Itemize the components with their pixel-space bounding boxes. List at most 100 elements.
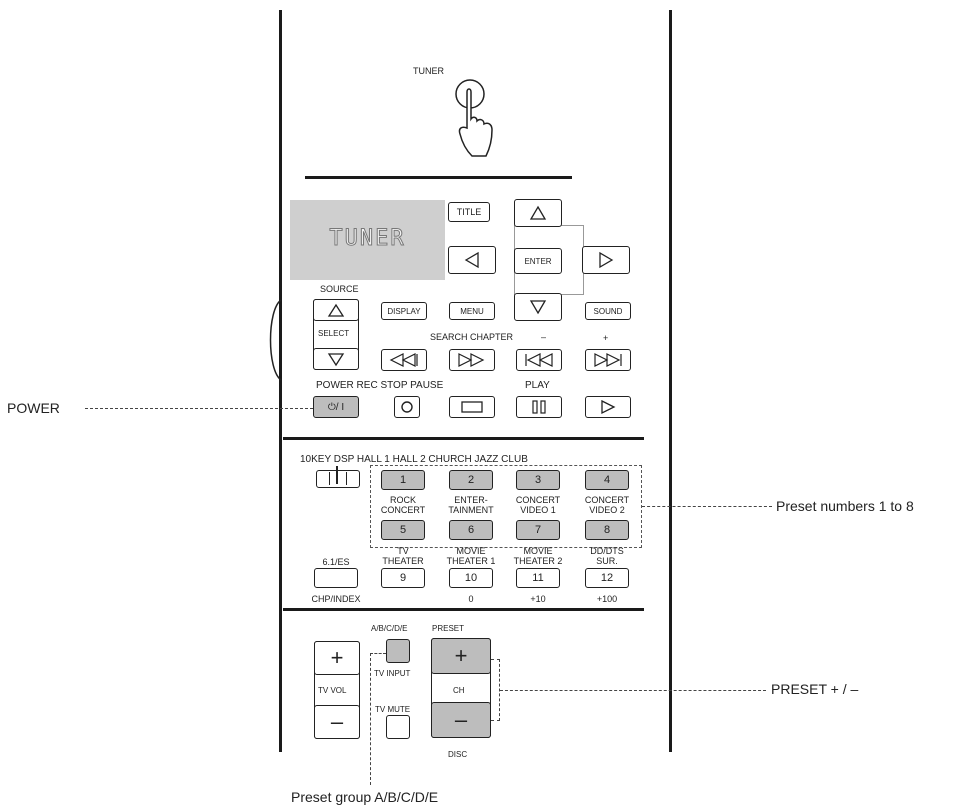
key-9-button[interactable]: 9 (381, 568, 425, 588)
play-button[interactable] (585, 396, 631, 418)
preset-numbers-highlight (370, 465, 642, 548)
preset-numbers-leader-line (642, 506, 772, 507)
row3-bottom-3: 0 (468, 594, 474, 604)
preset-6-label: ENTER- TAINMENT (448, 495, 494, 515)
rec-button[interactable] (394, 396, 420, 418)
play-icon (601, 399, 616, 415)
tv-vol-down-button[interactable]: – (314, 705, 360, 739)
six-one-es-button[interactable] (314, 568, 358, 588)
pause-button[interactable] (516, 396, 562, 418)
title-button[interactable]: TITLE (448, 202, 490, 222)
source-down-button[interactable] (313, 348, 359, 370)
section-divider-3 (283, 608, 644, 611)
tv-vol-up-button[interactable]: + (314, 641, 360, 675)
triangle-right-icon (599, 251, 614, 269)
row3-bottom-5: +100 (596, 594, 618, 604)
preset-8-button[interactable]: 8 (585, 520, 629, 540)
section-divider-2 (283, 437, 644, 440)
preset-group-callout: Preset group A/B/C/D/E (291, 789, 439, 805)
preset-group-leader-vertical (370, 653, 371, 785)
preset-7-label: CONCERT VIDEO 1 (515, 495, 561, 515)
remote-left-edge (279, 10, 282, 752)
triangle-up-icon (529, 205, 547, 220)
search-chapter-minus: – (541, 332, 547, 342)
power-button[interactable]: ⏻/ I (313, 396, 359, 418)
enter-button[interactable]: ENTER (514, 248, 562, 274)
row3-label-1: 6.1/ES (322, 557, 350, 567)
preset-numbers-callout: Preset numbers 1 to 8 (776, 498, 914, 514)
section-divider-1 (305, 176, 572, 179)
display-button[interactable]: DISPLAY (381, 302, 427, 320)
row3-label-2: TV THEATER (382, 546, 424, 566)
search-chapter-label: SEARCH CHAPTER (430, 332, 514, 342)
preset-3-button[interactable]: 3 (516, 470, 560, 490)
disc-label: DISC (448, 750, 468, 759)
tv-mute-label: TV MUTE (375, 705, 411, 714)
key-12-button[interactable]: 12 (585, 568, 629, 588)
ch-label: CH (453, 686, 465, 695)
skip-forward-icon (594, 353, 622, 367)
tuner-label: TUNER (413, 66, 444, 76)
preset-plus-minus-callout: PRESET + / – (771, 681, 859, 697)
preset-5-label: ROCK CONCERT (380, 495, 426, 515)
up-button[interactable] (514, 199, 562, 227)
preset-bracket-top (491, 659, 500, 660)
power-callout: POWER (7, 400, 60, 416)
tv-vol-label: TV VOL (318, 686, 347, 695)
preset-4-button[interactable]: 4 (585, 470, 629, 490)
preset-2-button[interactable]: 2 (449, 470, 493, 490)
preset-bracket-side (499, 659, 500, 721)
play-label: PLAY (525, 380, 550, 391)
tenkey-dsp-switch[interactable] (316, 466, 360, 488)
preset-plus-button[interactable]: + (431, 638, 491, 674)
fast-forward-icon (458, 353, 485, 367)
key-10-button[interactable]: 10 (449, 568, 493, 588)
menu-button[interactable]: MENU (449, 302, 495, 320)
preset-plus-minus-leader-line (500, 690, 766, 691)
row3-label-3: MOVIE THEATER 1 (446, 546, 496, 566)
skip-back-icon (525, 353, 553, 367)
source-up-button[interactable] (313, 299, 359, 321)
record-icon (401, 401, 413, 413)
remote-right-edge (669, 10, 672, 752)
down-button[interactable] (514, 293, 562, 321)
stop-button[interactable] (449, 396, 495, 418)
tv-input-button[interactable] (386, 639, 410, 663)
search-forward-button[interactable] (449, 349, 495, 371)
preset-1-button[interactable]: 1 (381, 470, 425, 490)
remote-side-bulge (269, 299, 282, 381)
sound-button[interactable]: SOUND (585, 302, 631, 320)
chapter-next-button[interactable] (585, 349, 631, 371)
abcde-label: A/B/C/D/E (371, 624, 408, 633)
preset-6-button[interactable]: 6 (449, 520, 493, 540)
preset-5-button[interactable]: 5 (381, 520, 425, 540)
row3-bottom-4: +10 (530, 594, 546, 604)
tuner-hand-icon[interactable] (450, 76, 500, 166)
rewind-icon (389, 353, 418, 367)
search-rewind-button[interactable] (381, 349, 427, 371)
triangle-down-icon (327, 352, 345, 366)
key-11-button[interactable]: 11 (516, 568, 560, 588)
pause-icon (532, 400, 546, 414)
preset-7-button[interactable]: 7 (516, 520, 560, 540)
power-leader-line (85, 408, 313, 409)
preset-minus-button[interactable]: – (431, 702, 491, 738)
triangle-down-icon (529, 300, 547, 315)
switch-knob (329, 466, 347, 485)
lcd-display (290, 200, 445, 280)
preset-8-label: CONCERT VIDEO 2 (584, 495, 630, 515)
preset-label: PRESET (432, 624, 465, 633)
select-label: SELECT (318, 329, 350, 338)
source-label: SOURCE (320, 284, 359, 294)
row3-bottom-1: CHP/INDEX (311, 594, 361, 604)
lcd-display-text: TUNER (329, 226, 406, 252)
dsp-header-label: 10KEY DSP HALL 1 HALL 2 CHURCH JAZZ CLUB (300, 454, 528, 465)
tv-mute-button[interactable] (386, 715, 410, 739)
chapter-prev-button[interactable] (516, 349, 562, 371)
preset-bracket-bottom (491, 720, 500, 721)
left-button[interactable] (448, 246, 496, 274)
triangle-up-icon (327, 303, 345, 317)
right-button[interactable] (582, 246, 630, 274)
transport-labels: POWER REC STOP PAUSE (316, 380, 444, 391)
row3-label-4: MOVIE THEATER 2 (513, 546, 563, 566)
